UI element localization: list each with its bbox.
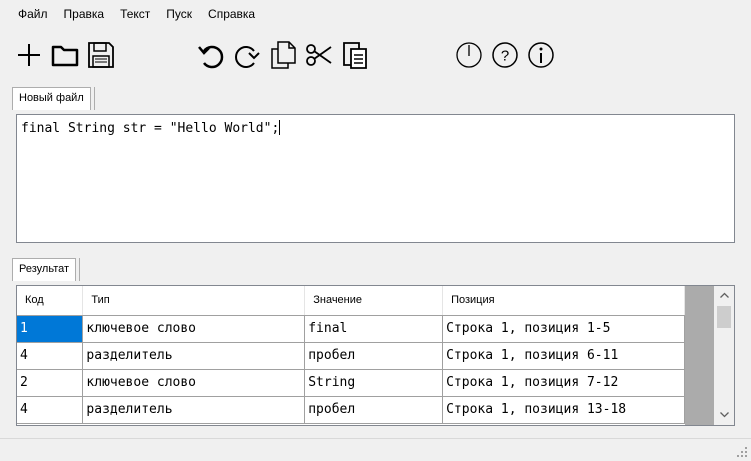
scroll-down-button[interactable] xyxy=(714,406,734,423)
table-header: Код Тип Значение Позиция xyxy=(17,286,715,316)
table-row[interactable]: 2 ключевое слово String Строка 1, позици… xyxy=(17,369,715,397)
cell-position[interactable]: Строка 1, позиция 6-11 xyxy=(442,342,685,370)
undo-button[interactable] xyxy=(194,37,228,73)
table-row[interactable]: 4 разделитель пробел Строка 1, позиция 1… xyxy=(17,396,715,424)
copy-icon xyxy=(271,41,296,69)
editor-tabstrip: Новый файл xyxy=(12,87,95,111)
save-icon xyxy=(88,42,114,68)
scroll-up-button[interactable] xyxy=(714,286,734,303)
svg-text:?: ? xyxy=(501,48,509,65)
chevron-down-icon xyxy=(719,411,729,417)
resize-grip-icon[interactable] xyxy=(736,446,748,458)
exit-button[interactable] xyxy=(452,37,486,73)
column-header-position[interactable]: Позиция xyxy=(442,286,685,316)
grid-gutter xyxy=(685,286,714,425)
status-bar xyxy=(0,438,751,461)
results-table[interactable]: Код Тип Значение Позиция 1 ключевое слов… xyxy=(16,285,735,426)
text-caret xyxy=(279,120,281,135)
chevron-up-icon xyxy=(719,292,729,298)
cell-position[interactable]: Строка 1, позиция 13-18 xyxy=(442,396,685,424)
code-editor[interactable]: final String str = "Hello World"; xyxy=(16,114,735,243)
column-header-code[interactable]: Код xyxy=(17,286,84,316)
menu-file[interactable]: Файл xyxy=(18,7,48,21)
table-row[interactable]: 1 ключевое слово final Строка 1, позиция… xyxy=(17,315,715,343)
cell-position[interactable]: Строка 1, позиция 7-12 xyxy=(442,369,685,397)
copy-button[interactable] xyxy=(266,37,300,73)
vertical-scrollbar[interactable] xyxy=(714,286,734,425)
cell-code[interactable]: 4 xyxy=(17,342,84,370)
info-icon xyxy=(528,42,554,68)
paste-button[interactable] xyxy=(338,37,372,73)
cell-type[interactable]: ключевое слово xyxy=(82,315,306,343)
tab-divider xyxy=(93,87,95,110)
cell-code[interactable]: 1 xyxy=(17,315,84,343)
cell-type[interactable]: разделитель xyxy=(82,342,306,370)
power-icon xyxy=(456,42,482,68)
cell-value[interactable]: String xyxy=(304,369,444,397)
help-icon: ? xyxy=(492,42,518,68)
editor-text: final String str = "Hello World"; xyxy=(21,121,280,136)
table-row[interactable]: 4 разделитель пробел Строка 1, позиция 6… xyxy=(17,342,715,370)
tab-results[interactable]: Результат xyxy=(12,258,77,281)
folder-icon xyxy=(51,45,79,67)
redo-button[interactable] xyxy=(230,37,264,73)
cell-position[interactable]: Строка 1, позиция 1-5 xyxy=(442,315,685,343)
cell-value[interactable]: пробел xyxy=(304,342,444,370)
paste-icon xyxy=(343,42,367,69)
scissors-icon xyxy=(306,44,332,66)
menu-bar: Файл Правка Текст Пуск Справка xyxy=(0,0,751,28)
cell-code[interactable]: 2 xyxy=(17,369,84,397)
menu-help[interactable]: Справка xyxy=(208,7,256,21)
help-button[interactable]: ? xyxy=(488,37,522,73)
cell-type[interactable]: разделитель xyxy=(82,396,306,424)
tab-divider xyxy=(79,258,81,281)
plus-icon xyxy=(18,44,40,66)
menu-text[interactable]: Текст xyxy=(120,7,151,21)
undo-icon xyxy=(198,45,224,69)
cell-value[interactable]: final xyxy=(304,315,444,343)
results-tabstrip: Результат xyxy=(12,258,81,282)
cell-code[interactable]: 4 xyxy=(17,396,84,424)
toolbar: ? xyxy=(12,37,732,77)
info-button[interactable] xyxy=(524,37,558,73)
column-header-type[interactable]: Тип xyxy=(82,286,306,316)
redo-icon xyxy=(235,46,260,68)
save-file-button[interactable] xyxy=(84,37,118,73)
menu-edit[interactable]: Правка xyxy=(63,7,105,21)
menu-run[interactable]: Пуск xyxy=(166,7,193,21)
column-header-value[interactable]: Значение xyxy=(304,286,444,316)
cut-button[interactable] xyxy=(302,37,336,73)
tab-new-file[interactable]: Новый файл xyxy=(12,87,91,110)
scroll-thumb[interactable] xyxy=(717,306,731,328)
open-file-button[interactable] xyxy=(48,37,82,73)
cell-value[interactable]: пробел xyxy=(304,396,444,424)
new-file-button[interactable] xyxy=(12,37,46,73)
cell-type[interactable]: ключевое слово xyxy=(82,369,306,397)
